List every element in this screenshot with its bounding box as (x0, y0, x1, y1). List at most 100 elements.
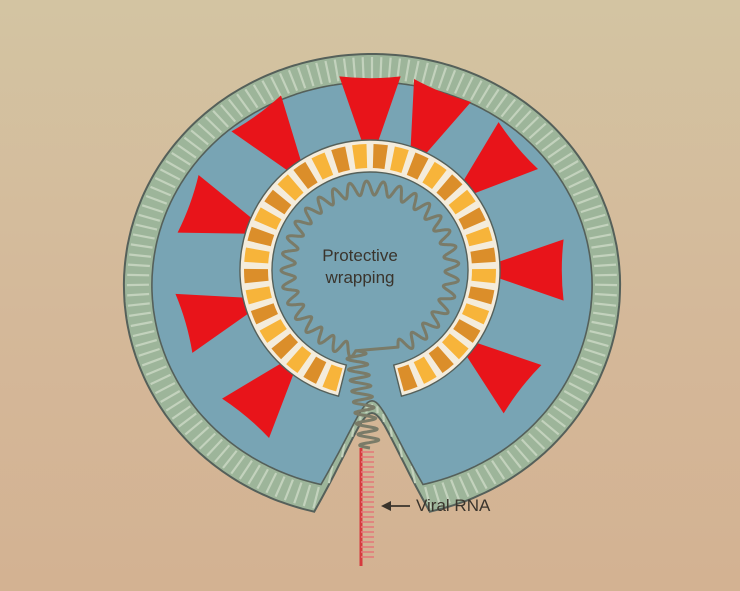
protein-segment (259, 319, 287, 343)
protein-segment (264, 189, 292, 215)
protein-segment (436, 174, 463, 201)
membrane-stripe (150, 185, 172, 197)
membrane-stripe (145, 194, 168, 205)
membrane-stripe (577, 365, 599, 376)
membrane-stripe (204, 116, 223, 134)
membrane-stripe (483, 464, 497, 485)
protein-segment (465, 226, 493, 247)
protein-segment (254, 207, 282, 230)
membrane-stripe (191, 426, 210, 443)
membrane-stripe (220, 104, 237, 123)
membrane-stripe (450, 479, 461, 501)
spike-protein (231, 95, 303, 174)
membrane-stripe (580, 356, 603, 367)
spike-proteins (175, 76, 564, 439)
membrane-stripe (312, 486, 320, 509)
membrane-stripe (159, 168, 181, 181)
membrane-stripe (513, 444, 530, 463)
membrane-stripe (477, 84, 492, 105)
membrane-stripe (197, 122, 216, 140)
membrane-stripe (238, 460, 253, 480)
protein-segment (250, 303, 278, 325)
membrane-stripe (138, 347, 160, 357)
protein-segment (303, 356, 327, 384)
protein-segment (331, 146, 350, 173)
membrane-stripe (458, 476, 470, 498)
membrane-stripe (586, 223, 609, 231)
protein-segment (372, 144, 388, 170)
membrane-stripe (462, 76, 474, 98)
membrane-stripe (535, 129, 554, 146)
membrane-stripe (293, 482, 303, 504)
membrane-stripe (150, 373, 172, 386)
membrane-stripe (222, 450, 238, 469)
protein-segment (293, 161, 318, 190)
spike-protein (463, 341, 542, 414)
membrane-stripe (445, 69, 457, 92)
coil-path (279, 179, 461, 450)
membrane-stripe (160, 390, 181, 403)
protein-segment (322, 364, 343, 392)
protein-ring (239, 139, 501, 397)
membrane-stripe (206, 438, 223, 457)
membrane-stripe (398, 443, 404, 458)
membrane-stripe (198, 432, 217, 450)
membrane-stripe (528, 122, 547, 140)
membrane-stripe (454, 72, 465, 94)
membrane-stripe (547, 144, 567, 159)
label-line-2: wrapping (325, 268, 395, 287)
membrane-stripe (396, 58, 402, 81)
membrane-stripe (594, 302, 617, 307)
membrane-stripe (287, 69, 299, 92)
protein-segment (428, 346, 454, 374)
membrane-stripe (589, 233, 612, 240)
left-arrow-icon (381, 501, 410, 511)
membrane-stripe (261, 80, 274, 101)
membrane-stripe (576, 194, 599, 205)
membrane-stripe (135, 223, 158, 231)
protein-segment (271, 333, 299, 360)
membrane-stripe (132, 233, 155, 240)
membrane-stripe (583, 213, 606, 222)
protein-segment (244, 247, 270, 264)
protein-segment (441, 333, 469, 360)
membrane-stripe (507, 104, 524, 123)
membrane-stripe (563, 390, 584, 403)
membrane-stripe (227, 98, 244, 118)
membrane-stripe (184, 419, 203, 436)
protective-wrapping-coil (279, 179, 461, 450)
membrane-stripe (541, 419, 560, 436)
membrane-stripe (256, 468, 269, 490)
protective-wrapping-label: Protective wrapping (300, 245, 420, 289)
protein-segment (390, 146, 409, 173)
protein-segment (311, 152, 334, 180)
membrane-stripe (141, 356, 164, 367)
membrane-stripe (340, 443, 346, 458)
protein-segment (458, 207, 486, 230)
membrane-stripe (138, 213, 161, 222)
membrane-stripe (212, 110, 229, 128)
membrane-stripe (568, 177, 590, 189)
protein-segment (413, 356, 437, 384)
viral-rna-label: Viral RNA (416, 496, 491, 515)
membrane-stripe (177, 412, 197, 428)
membrane-stripe (429, 64, 438, 87)
membrane-stripe (127, 292, 150, 297)
membrane-stripe (521, 116, 540, 134)
membrane-stripe (171, 405, 191, 420)
membrane-stripe (132, 329, 155, 338)
membrane-stripe (498, 455, 514, 475)
membrane-stripe (247, 464, 261, 485)
membrane-stripe (315, 62, 323, 85)
membrane-stripe (475, 468, 488, 490)
protein-segment (453, 319, 481, 343)
membrane-stripe (589, 329, 612, 338)
membrane-stripe (165, 160, 186, 173)
membrane-stripe (389, 426, 393, 437)
membrane-stripe (265, 472, 278, 494)
membrane-stripe (553, 151, 573, 166)
spike-protein (222, 360, 296, 439)
membrane-stripe (568, 382, 590, 395)
